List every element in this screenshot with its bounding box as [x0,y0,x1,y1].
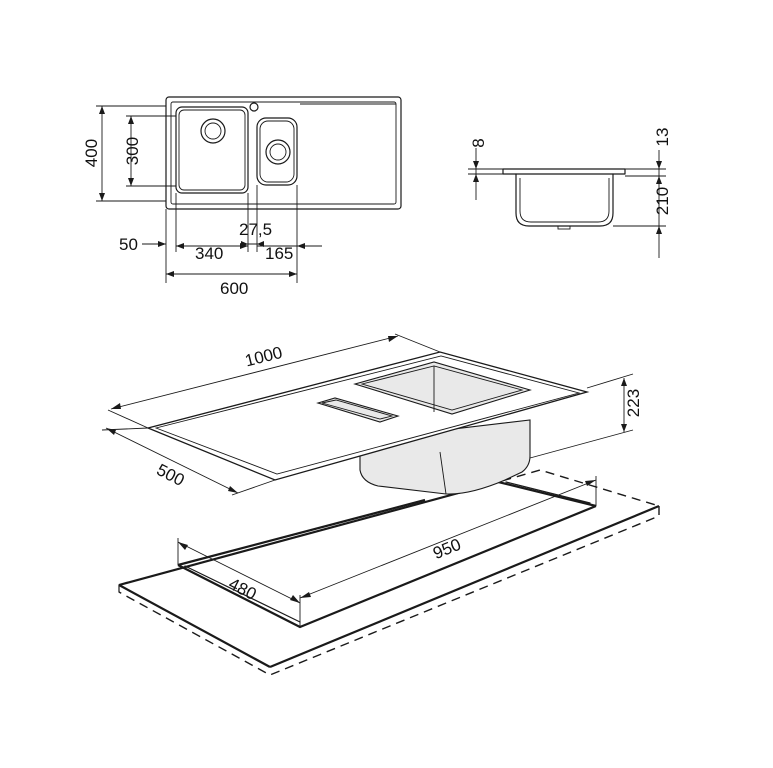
plan-small-bowl [256,117,298,186]
plan-large-drain [200,118,226,144]
plan-large-bowl [175,106,249,194]
dim-223: 223 [624,389,643,417]
plan-small-drain [265,139,291,165]
dim-13: 13 [653,128,672,147]
dim-300: 300 [123,137,142,165]
section-view: 8 13 210 [468,128,672,258]
isometric-view: 1000 500 223 950 480 [101,333,660,676]
dim-8: 8 [469,138,488,147]
section-rim [502,168,626,175]
dim-950: 950 [430,535,463,563]
dim-400: 400 [82,139,101,167]
dim-340: 340 [195,244,223,263]
iso-small-bowl [316,397,400,423]
dim-500: 500 [154,460,188,490]
worktop [118,469,660,676]
plan-tap-hole [249,102,259,112]
cutout [177,478,597,629]
dim-27-5: 27,5 [239,220,272,239]
plan-view: 400 300 27,5 50 340 165 6 [82,96,402,298]
dim-210: 210 [653,187,672,215]
plan-sink-outline [165,96,402,210]
dim-165: 165 [265,244,293,263]
iso-sink [145,351,590,495]
dim-50: 50 [119,235,138,254]
dim-600: 600 [220,279,248,298]
section-bowl [515,173,614,227]
